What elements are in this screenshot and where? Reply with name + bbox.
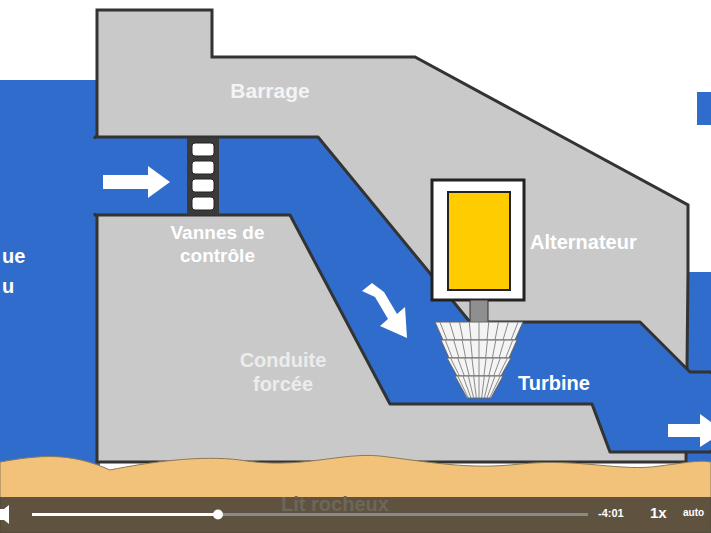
penstock-channel — [95, 137, 711, 452]
alternator-housing — [432, 180, 524, 300]
flow-arrow — [668, 414, 711, 447]
turbine-blade — [465, 358, 469, 376]
turbine-blade-row — [455, 376, 503, 398]
turbine-blade — [458, 358, 465, 376]
part-label: Turbine — [518, 371, 618, 395]
reservoir-water — [0, 80, 100, 465]
turbine-blade — [495, 322, 499, 340]
turbine-blade — [462, 340, 466, 358]
turbine-blade — [469, 322, 471, 340]
part-label: Barrage — [205, 78, 335, 103]
alternator-rotor — [448, 192, 510, 290]
part-label: Lit rocheux — [250, 492, 420, 516]
turbine-blade — [450, 322, 455, 340]
turbine-blade — [454, 340, 459, 358]
part-label: Conduite forcée — [218, 348, 348, 396]
turbine-blade — [492, 340, 496, 358]
turbine-blade — [479, 376, 480, 398]
flow-arrow — [103, 166, 170, 198]
gate-frame — [187, 138, 219, 215]
turbine-blade — [471, 340, 473, 358]
turbine-blade — [489, 358, 493, 376]
turbine-blade — [445, 340, 452, 358]
part-label: Alternateur — [530, 230, 675, 254]
turbine-blade-row — [447, 358, 511, 376]
turbine-blade — [463, 376, 471, 398]
turbine-blade — [479, 358, 480, 376]
gate-panel — [192, 197, 214, 210]
turbine-blade — [459, 322, 463, 340]
turbine-blade — [474, 376, 477, 398]
turbine-blade-row — [435, 322, 523, 340]
turbine-blade — [479, 340, 480, 358]
turbine-blade — [451, 358, 460, 376]
turbine-blade — [479, 322, 480, 340]
water-marker — [697, 92, 711, 125]
turbine-blade — [482, 376, 485, 398]
turbine-blade — [506, 340, 513, 358]
gate-panel — [192, 179, 214, 192]
turbine-blade — [484, 358, 486, 376]
turbine-blade — [484, 376, 489, 398]
quality-control: auto — [683, 507, 709, 519]
flow-arrow — [362, 283, 407, 338]
turbine-blade — [499, 340, 504, 358]
turbine-blade — [499, 358, 508, 376]
progress-knob — [213, 510, 223, 520]
turbine-blade — [503, 322, 508, 340]
time-display: -4:01 — [598, 507, 642, 520]
part-label: Vannes de contrôle — [150, 222, 285, 268]
turbine-blade-row — [441, 340, 517, 358]
turbine-blade — [468, 376, 473, 398]
turbine-blade — [511, 322, 518, 340]
speaker-icon — [0, 505, 9, 524]
channel-inlet — [90, 139, 102, 213]
progress-played — [32, 513, 218, 516]
turbine-shaft — [470, 300, 488, 324]
part-label: ue — [2, 244, 42, 268]
rock-bed — [0, 455, 711, 533]
turbine-blade — [487, 322, 489, 340]
gate-panel — [192, 143, 214, 156]
part-label: u — [2, 274, 42, 298]
turbine-blade — [490, 376, 501, 398]
turbine-blade — [472, 358, 474, 376]
turbine-runner — [435, 322, 523, 398]
turbine-blade — [486, 340, 488, 358]
turbine-blade — [440, 322, 447, 340]
speed-control: 1x — [650, 504, 676, 522]
gate-panel — [192, 161, 214, 174]
